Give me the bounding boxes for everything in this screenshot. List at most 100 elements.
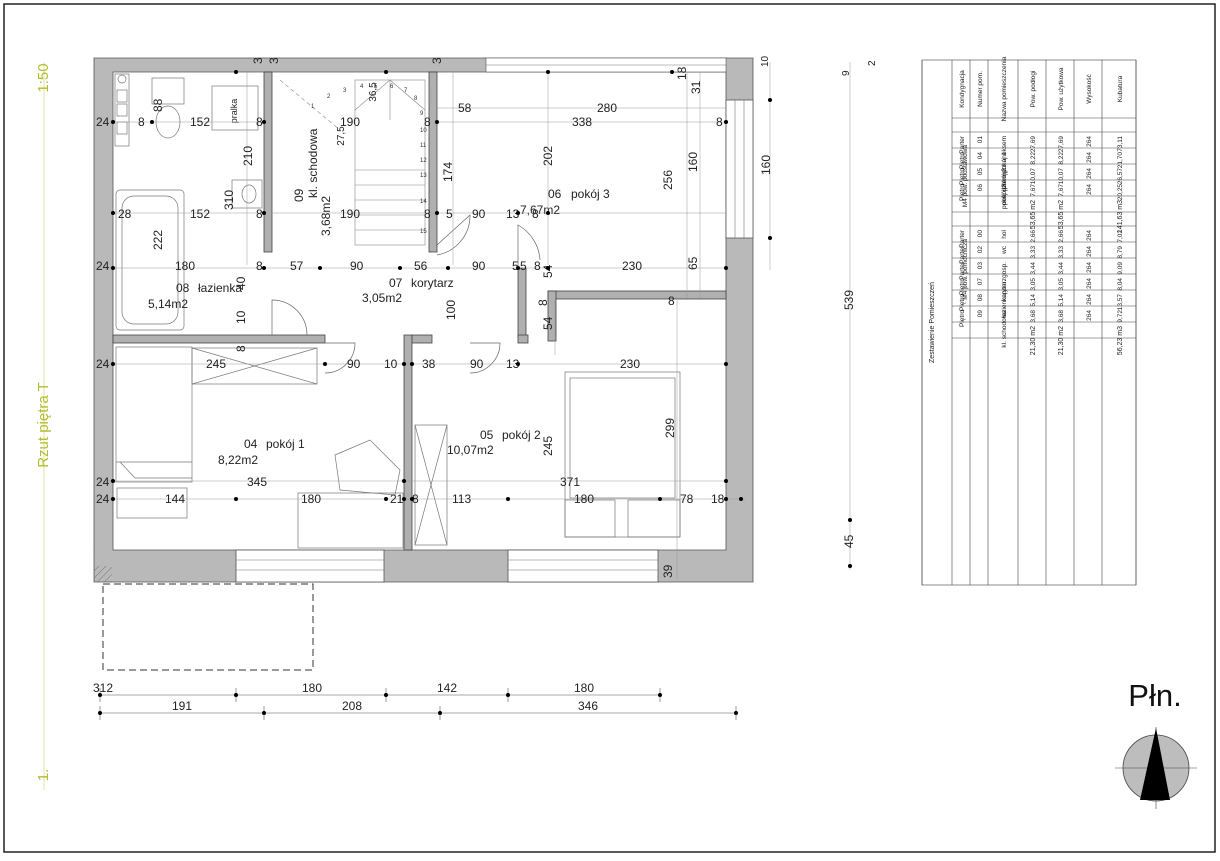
svg-text:338: 338 xyxy=(572,115,592,129)
svg-text:korytarz: korytarz xyxy=(411,276,454,290)
table-cell: 00 xyxy=(977,230,984,238)
table-cell: 3,68 xyxy=(1058,310,1065,323)
table-cell: 08 xyxy=(977,294,984,302)
svg-text:pokój 3: pokój 3 xyxy=(571,187,610,201)
table-cell: 3,05 xyxy=(1030,278,1037,291)
table-cell: 5,14 xyxy=(1030,294,1037,307)
svg-text:2: 2 xyxy=(327,94,331,100)
svg-text:3: 3 xyxy=(267,57,281,64)
svg-text:13: 13 xyxy=(506,207,520,221)
svg-text:15: 15 xyxy=(420,229,427,235)
table-cell: 21,70 xyxy=(1117,152,1124,169)
north-label: Płn. xyxy=(1128,678,1181,713)
table-cell: Parter xyxy=(959,261,966,280)
table-cell: wc xyxy=(1001,245,1008,255)
table-cell: 7,67 xyxy=(1030,184,1037,197)
table-cell: Parter xyxy=(959,229,966,248)
svg-text:245: 245 xyxy=(206,357,226,371)
window-right xyxy=(725,99,754,239)
washer-label: pralka xyxy=(229,99,239,124)
svg-text:78: 78 xyxy=(680,492,694,506)
stair-step-numbers: 13 14 15 1 2 3 4 5 6 7 8 9 10 11 12 xyxy=(311,84,427,235)
svg-text:24: 24 xyxy=(96,492,110,506)
svg-text:3: 3 xyxy=(251,57,265,64)
svg-text:174: 174 xyxy=(441,162,455,182)
svg-text:65: 65 xyxy=(686,256,700,270)
table-total: 21,30 m2 xyxy=(1030,326,1037,355)
svg-text:8: 8 xyxy=(716,115,723,129)
svg-text:190: 190 xyxy=(340,115,360,129)
table-cell: 8,22 xyxy=(1030,152,1037,165)
svg-text:230: 230 xyxy=(620,357,640,371)
table-cell: 8,79 xyxy=(1117,246,1124,259)
table-header: Pow. użytkowa xyxy=(1058,67,1065,110)
table-cell: 264 xyxy=(1086,278,1093,289)
svg-text:11: 11 xyxy=(420,143,427,149)
dimension-lines xyxy=(94,62,851,580)
svg-text:90: 90 xyxy=(350,259,364,273)
window-bottom-left xyxy=(235,549,385,583)
svg-text:56: 56 xyxy=(414,259,428,273)
table-cell: 264 xyxy=(1086,152,1093,163)
table-cell: 8,04 xyxy=(1117,278,1124,291)
table-cell: 7,67 xyxy=(1058,184,1065,197)
table-header: Nazwa pomieszczenia xyxy=(1001,56,1008,121)
svg-text:5: 5 xyxy=(374,84,378,90)
svg-text:9: 9 xyxy=(420,111,424,117)
table-cell: 264 xyxy=(1086,310,1093,321)
svg-text:160: 160 xyxy=(686,152,700,172)
svg-text:312: 312 xyxy=(93,681,113,695)
svg-text:202: 202 xyxy=(541,146,555,166)
table-cell: 05 xyxy=(977,168,984,176)
svg-text:5: 5 xyxy=(512,259,519,273)
svg-text:100: 100 xyxy=(444,300,458,320)
table-header: Pow. podłogi xyxy=(1030,71,1037,108)
svg-text:pokój 1: pokój 1 xyxy=(266,437,305,451)
table-cell: pokój dzienny z aneksem xyxy=(1001,136,1008,209)
svg-text:18: 18 xyxy=(675,66,689,80)
svg-text:05: 05 xyxy=(480,428,494,442)
svg-text:łazienka: łazienka xyxy=(198,281,242,295)
table-group-label: M4 pow. podstawowa xyxy=(962,145,969,208)
table-cell: 09 xyxy=(977,310,984,318)
svg-text:24: 24 xyxy=(96,357,110,371)
svg-text:06: 06 xyxy=(548,187,562,201)
table-cell: Parter xyxy=(959,245,966,264)
svg-text:3: 3 xyxy=(430,57,444,64)
svg-text:pokój 2: pokój 2 xyxy=(502,428,541,442)
svg-text:4: 4 xyxy=(360,84,364,90)
svg-text:38: 38 xyxy=(422,357,436,371)
table-header: Kondygnacja xyxy=(959,70,966,108)
svg-text:8: 8 xyxy=(234,345,248,352)
table-cell: 8,22 xyxy=(1058,152,1065,165)
terrace-outline xyxy=(102,583,314,671)
svg-text:21: 21 xyxy=(390,492,404,506)
table-group-label: M4 pow. pomocnicza xyxy=(962,239,969,300)
table-header: Numer pom. xyxy=(977,71,984,107)
table-cell: Piętro xyxy=(959,152,966,169)
svg-text:113: 113 xyxy=(452,492,471,506)
svg-text:3: 3 xyxy=(343,88,347,94)
svg-text:5: 5 xyxy=(446,207,453,221)
svg-text:371: 371 xyxy=(560,475,580,489)
svg-text:24: 24 xyxy=(96,259,110,273)
north-arrow: Płn. xyxy=(1115,678,1197,809)
table-cell: Piętro xyxy=(959,278,966,295)
svg-text:8: 8 xyxy=(256,259,263,273)
plan-title: Rzut piętra T xyxy=(35,382,52,468)
table-cell: 03 xyxy=(977,262,984,270)
table-cell: 264 xyxy=(1086,262,1093,273)
svg-text:8: 8 xyxy=(412,492,419,506)
svg-text:2: 2 xyxy=(867,60,878,66)
table-cell: 264 xyxy=(1086,136,1093,147)
svg-text:539: 539 xyxy=(842,290,856,310)
svg-text:8: 8 xyxy=(424,115,431,129)
svg-text:13: 13 xyxy=(506,357,520,371)
table-total: 53,65 m2 xyxy=(1030,200,1037,229)
svg-text:40: 40 xyxy=(234,276,248,290)
svg-text:190: 190 xyxy=(340,207,360,221)
bottom-dimension-labels: 312 180 142 180 191 208 346 xyxy=(93,681,598,713)
table-cell: 264 xyxy=(1086,184,1093,195)
svg-text:346: 346 xyxy=(578,699,598,713)
